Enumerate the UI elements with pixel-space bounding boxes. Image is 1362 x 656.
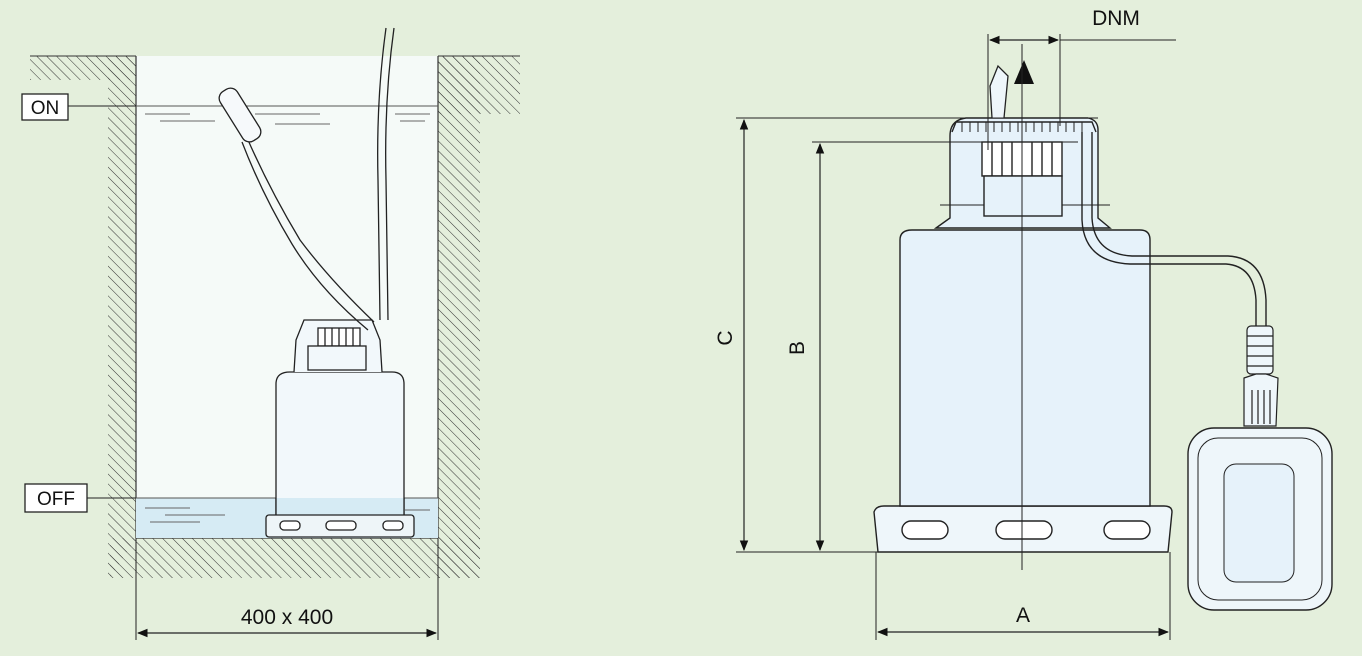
pump-base xyxy=(873,505,1173,553)
water-ripples-off xyxy=(145,507,430,523)
b-label: B xyxy=(786,341,809,355)
dnm-dimension: DNM xyxy=(987,7,1176,150)
pump-body xyxy=(899,229,1151,507)
dimension-view: DNM C B A xyxy=(714,7,1333,640)
installation-view: ON OFF 400 x 400 xyxy=(21,27,520,640)
dnm-label: DNM xyxy=(1092,7,1140,30)
pit-floor xyxy=(110,537,480,578)
outlet-hose-stub xyxy=(989,64,1009,119)
float-switch xyxy=(1187,427,1333,611)
flow-direction-arrow xyxy=(1014,60,1034,84)
pit-pump xyxy=(265,319,415,538)
discharge-hose xyxy=(377,27,395,321)
on-label-box: ON xyxy=(21,93,136,121)
a-label: A xyxy=(1016,604,1030,627)
b-dimension: B xyxy=(786,141,1078,552)
ground-top-left xyxy=(30,55,136,80)
float-cable xyxy=(241,139,375,331)
pit-size-dimension: 400 x 400 xyxy=(135,538,439,640)
c-label: C xyxy=(714,330,737,345)
cable-strain-relief xyxy=(1243,325,1279,427)
pit-wall-left xyxy=(108,56,137,578)
c-dimension: C xyxy=(714,117,1098,553)
water-level-on xyxy=(136,105,438,125)
pit-wall-right xyxy=(437,56,480,578)
pump-head xyxy=(933,117,1112,229)
ground-top-right xyxy=(438,55,520,114)
pit-size-label: 400 x 400 xyxy=(241,606,333,629)
off-label-box: OFF xyxy=(24,483,136,513)
float-switch-cable xyxy=(1081,132,1267,330)
float-switch-on xyxy=(218,87,262,143)
off-label: OFF xyxy=(37,489,75,510)
a-dimension: A xyxy=(875,552,1171,640)
on-label: ON xyxy=(31,98,60,119)
